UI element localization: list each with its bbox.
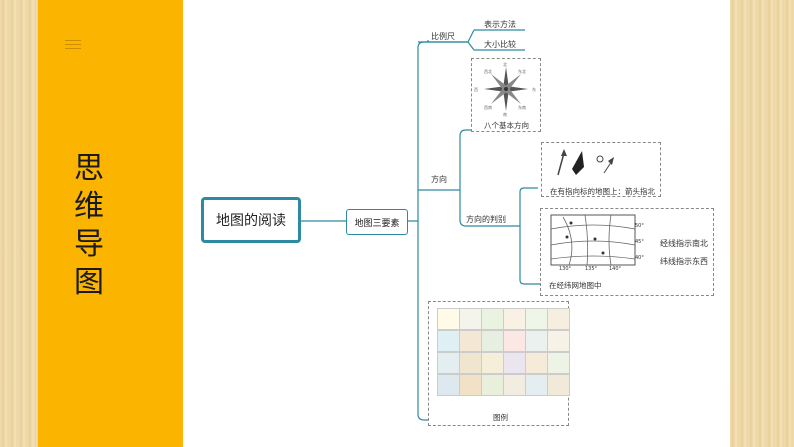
node-scale-method[interactable]: 表示方法 [484, 20, 516, 29]
legend-cell [437, 308, 460, 330]
legend-cell [503, 352, 526, 374]
legend-cell [503, 308, 526, 330]
grid-map-label: 在经纬网地图中 [549, 281, 602, 290]
compass-label: 八个基本方向 [484, 121, 529, 130]
svg-text:西: 西 [474, 87, 478, 92]
node-scale-compare[interactable]: 大小比较 [484, 40, 516, 49]
svg-text:北: 北 [503, 61, 507, 67]
grid-lon-tick-1: 130° [559, 266, 572, 272]
node-parallel[interactable]: 纬线指示东西 [660, 257, 708, 266]
legend-cell [503, 330, 526, 352]
grid-map-box: 130° 135° 140° 50° 45° 40° 在经纬网地图中 [540, 208, 714, 296]
legend-cell [437, 330, 460, 352]
sidebar [38, 0, 183, 447]
arrow-map-label: 在有指向标的地图上：箭头指北 [550, 187, 655, 196]
north-arrow-icon [557, 149, 614, 176]
sidebar-title: 思 维 导 图 [64, 150, 114, 302]
legend-cell [503, 374, 526, 396]
svg-text:南: 南 [503, 111, 507, 117]
legend-cell [547, 374, 570, 396]
root-node[interactable]: 地图的阅读 [201, 197, 301, 243]
node-three-elements[interactable]: 地图三要素 [346, 209, 408, 235]
arrow-map-box: 在有指向标的地图上：箭头指北 [541, 142, 661, 197]
legend-cell [525, 308, 548, 330]
legend-label: 图例 [493, 413, 508, 422]
title-char-1: 思 [74, 151, 104, 186]
legend-cell [525, 374, 548, 396]
svg-text:西北: 西北 [484, 68, 492, 74]
grid-lon-tick-2: 135° [585, 266, 598, 272]
title-char-2: 维 [74, 189, 104, 224]
node-meridian[interactable]: 经线指示南北 [660, 239, 708, 248]
legend-cell [459, 308, 482, 330]
grid-lat-tick-1: 50° [635, 223, 644, 229]
svg-text:东北: 东北 [518, 68, 526, 74]
graticule-map-icon [550, 214, 636, 266]
svg-text:东南: 东南 [518, 104, 526, 110]
grid-lat-tick-3: 40° [635, 255, 644, 261]
legend-cell [459, 374, 482, 396]
node-direction[interactable]: 方向 [431, 175, 447, 184]
menu-icon[interactable] [65, 40, 81, 49]
legend-cell [525, 330, 548, 352]
grid-lon-tick-3: 140° [609, 266, 622, 272]
compass-rose-icon: 北南 西 东 西北 东北 西南 东南 [474, 61, 536, 117]
legend-cell [481, 330, 504, 352]
legend-cell [547, 352, 570, 374]
svg-text:西南: 西南 [484, 104, 492, 110]
legend-cell [547, 308, 570, 330]
title-char-3: 导 [74, 227, 104, 262]
legend-cell [437, 352, 460, 374]
legend-cell [547, 330, 570, 352]
legend-cell [481, 352, 504, 374]
node-direction-judge[interactable]: 方向的判别 [466, 215, 506, 224]
parchment-left [0, 0, 38, 447]
parchment-right [730, 0, 794, 447]
compass-box: 北南 西 东 西北 东北 西南 东南 八个基本方向 [471, 58, 541, 132]
legend-cell [437, 374, 460, 396]
node-scale[interactable]: 比例尺 [431, 32, 455, 41]
legend-cell [459, 330, 482, 352]
legend-cell [481, 374, 504, 396]
legend-box: 图例 [428, 301, 570, 426]
legend-cell [525, 352, 548, 374]
grid-lat-tick-2: 45° [635, 239, 644, 245]
legend-cell [459, 352, 482, 374]
svg-text:东: 东 [532, 86, 536, 92]
legend-cell [481, 308, 504, 330]
title-char-4: 图 [74, 265, 104, 300]
